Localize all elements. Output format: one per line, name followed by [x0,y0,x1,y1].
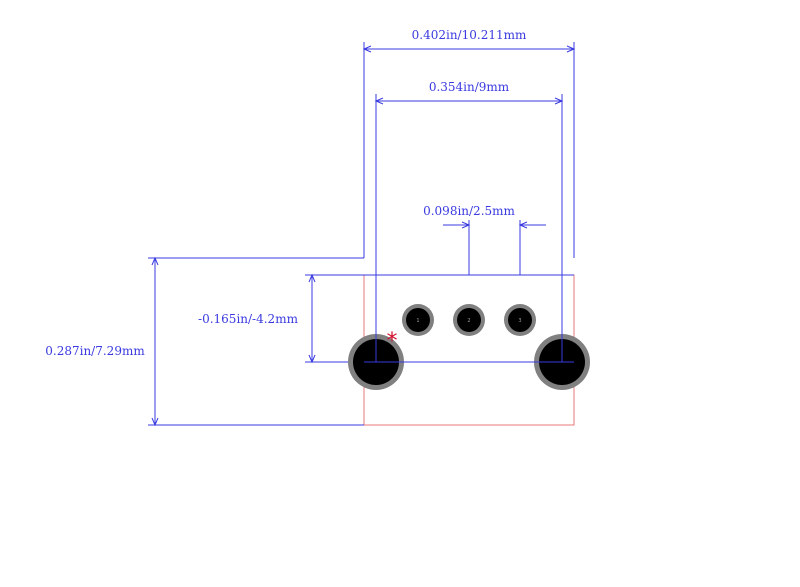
overall-height-label: 0.287in/7.29mm [45,344,145,358]
pin-1-hole [406,308,430,332]
overall-height-arrow-top [151,256,159,266]
pin-1-label: 1 [416,318,419,324]
overall-height-dimension: 0.287in/7.29mm [45,256,364,427]
mount-spacing-label: 0.354in/9mm [429,80,510,94]
pin-2-hole [457,308,481,332]
pin-2-label: 2 [467,318,470,324]
pin-offset-arrow-top [308,273,316,283]
pin-offset-arrow-bottom [308,354,316,364]
mount-spacing-arrow-left [374,97,384,105]
pin-2: 2 [453,304,485,336]
pin-offset-label: -0.165in/-4.2mm [198,312,299,326]
pin-pitch-dimension: 0.098in/2.5mm [423,204,546,275]
pin-pitch-arrow-left [461,221,471,229]
overall-width-label: 0.402in/10.211mm [412,28,527,42]
pin-pitch-arrow-right [518,221,528,229]
pin-pitch-label: 0.098in/2.5mm [423,204,515,218]
overall-width-arrow-left [362,45,372,53]
pin1-marker: * [387,329,398,354]
pin-3: 3 [504,304,536,336]
overall-width-arrow-right [566,45,576,53]
pin-3-hole [508,308,532,332]
mount-spacing-arrow-right [554,97,564,105]
overall-width-dimension: 0.402in/10.211mm [362,28,576,258]
overall-height-arrow-bottom [151,417,159,427]
pin-1: 1 [402,304,434,336]
pin-3-label: 3 [518,318,521,324]
